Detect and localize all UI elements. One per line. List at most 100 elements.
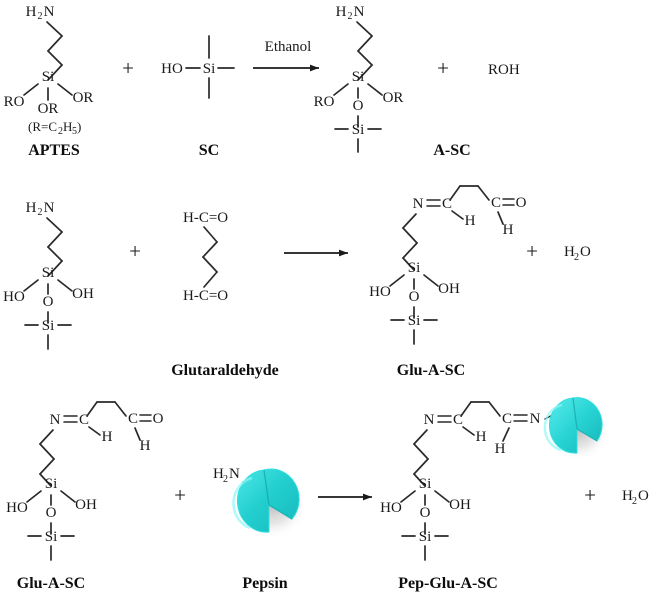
label-glutaraldehyde: Glutaraldehyde — [171, 362, 279, 379]
water1-h: H — [564, 244, 575, 260]
aptes-r-definition: (R=C 2 H 5 ) — [28, 119, 81, 137]
molecule-pep-glu-a-sc: N C H C N H — [380, 397, 610, 592]
byproduct-water-1: H 2 O — [564, 244, 591, 263]
reaction-row-1: H 2 N Si RO OR OR (R=C 2 H 5 ) APT — [4, 4, 520, 159]
molecule-a-sc-hydrolyzed: H 2 N Si HO OH O Si — [3, 200, 94, 350]
gasc-c1: C — [442, 196, 452, 212]
r-note-mid: H — [63, 119, 72, 134]
r2-oh: OH — [72, 286, 94, 302]
r2-amine-sub: 2 — [38, 207, 43, 218]
gasc-oh: OH — [438, 281, 460, 297]
g3-o-carbonyl: O — [153, 411, 164, 427]
byproduct-water-2: H 2 O — [622, 488, 649, 507]
g3-h2: H — [140, 438, 151, 454]
aptes-or-right: OR — [73, 90, 94, 106]
pepsin-amine-sub: 2 — [223, 474, 228, 485]
pg-n1: N — [424, 412, 435, 428]
glut-bottom-hco: H-C=O — [183, 288, 228, 304]
plus-sign-r2-b: + — [526, 239, 538, 263]
plus-sign-r1-a: + — [122, 56, 134, 80]
label-glu-a-sc-reactant: Glu-A-SC — [17, 575, 85, 592]
pepsin-blob-icon — [232, 468, 300, 533]
water2-sub: 2 — [632, 496, 637, 507]
asc-amine-n: N — [354, 4, 365, 20]
g3-si-top: Si — [45, 476, 58, 492]
molecule-sc: HO Si SC — [161, 35, 235, 159]
aptes-amine-n: N — [44, 4, 55, 20]
molecule-pepsin: H 2 N Pepsin — [213, 466, 308, 592]
reaction-arrow-1: Ethanol — [253, 39, 319, 72]
gasc-h2: H — [503, 222, 514, 238]
plus-sign-r2-a: + — [129, 239, 141, 263]
asc-si-bottom: Si — [352, 122, 365, 138]
asc-amine-h: H — [336, 4, 347, 20]
arrowhead-3 — [363, 493, 372, 501]
g3-c1: C — [79, 412, 89, 428]
gasc-c2: C — [491, 195, 501, 211]
aptes-amine-h: H — [26, 4, 37, 20]
molecule-aptes: H 2 N Si RO OR OR (R=C 2 H 5 ) APT — [4, 4, 94, 159]
glut-top-hco: H-C=O — [183, 210, 228, 226]
label-glu-a-sc-product: Glu-A-SC — [397, 362, 465, 379]
r2-bridge-o: O — [43, 294, 54, 310]
pg-n2: N — [530, 411, 541, 427]
pg-bridge-o: O — [420, 505, 431, 521]
label-pepsin: Pepsin — [242, 575, 287, 592]
pepsin-blob-icon-product — [543, 397, 603, 454]
g3-bridge-o: O — [46, 505, 57, 521]
reaction-row-3: N C H C O H Si HO OH O — [6, 397, 649, 592]
gasc-si-bottom: Si — [408, 313, 421, 329]
plus-sign-r3-b: + — [584, 483, 596, 507]
asc-si-top: Si — [352, 69, 365, 85]
pepsin-amine-h: H — [213, 466, 224, 482]
byproduct-roh: ROH — [488, 62, 520, 78]
r-note-prefix: (R=C — [28, 119, 57, 134]
pg-c1: C — [453, 412, 463, 428]
aptes-si: Si — [42, 69, 55, 85]
r2-ho: HO — [3, 289, 25, 305]
gasc-o-carbonyl: O — [516, 195, 527, 211]
label-pep-glu-a-sc: Pep-Glu-A-SC — [398, 575, 498, 592]
plus-sign-r1-b: + — [437, 56, 449, 80]
r-note-sub1: 2 — [58, 126, 63, 137]
pepsin-amine-n: N — [229, 466, 240, 482]
g3-h1: H — [102, 429, 113, 445]
g3-si-bottom: Si — [45, 529, 58, 545]
pg-h2: H — [495, 441, 506, 457]
r-note-sub2: 5 — [72, 126, 77, 137]
pg-oh: OH — [449, 497, 471, 513]
arrowhead-1 — [310, 64, 319, 72]
label-a-sc: A-SC — [433, 142, 470, 159]
molecule-glu-a-sc-product: N C H C O H Si HO — [369, 185, 527, 379]
pg-si-bottom: Si — [419, 529, 432, 545]
pg-h1: H — [476, 429, 487, 445]
g3-c2: C — [128, 411, 138, 427]
g3-n: N — [50, 412, 61, 428]
water1-sub: 2 — [574, 252, 579, 263]
reaction-arrow-2 — [284, 249, 348, 257]
plus-sign-r3-a: + — [174, 483, 186, 507]
asc-amine-sub: 2 — [348, 11, 353, 22]
molecule-glu-a-sc-reactant: N C H C O H Si HO OH O — [6, 401, 164, 592]
arrowhead-2 — [339, 249, 348, 257]
aptes-ro-left: RO — [4, 94, 25, 110]
gasc-si-top: Si — [408, 260, 421, 276]
sc-ho: HO — [161, 61, 183, 77]
reaction-arrow-3 — [318, 493, 372, 501]
g3-ho: HO — [6, 500, 28, 516]
asc-ro: RO — [314, 94, 335, 110]
pg-c2: C — [502, 411, 512, 427]
sc-si: Si — [203, 61, 216, 77]
water2-o: O — [638, 488, 649, 504]
r2-amine-n: N — [44, 200, 55, 216]
r2-amine-h: H — [26, 200, 37, 216]
gasc-n: N — [413, 196, 424, 212]
r-note-suffix: ) — [77, 119, 81, 134]
g3-oh: OH — [75, 497, 97, 513]
r2-si-top: Si — [42, 265, 55, 281]
asc-or: OR — [383, 90, 404, 106]
label-aptes: APTES — [28, 142, 80, 159]
pg-ho: HO — [380, 500, 402, 516]
water1-o: O — [580, 244, 591, 260]
